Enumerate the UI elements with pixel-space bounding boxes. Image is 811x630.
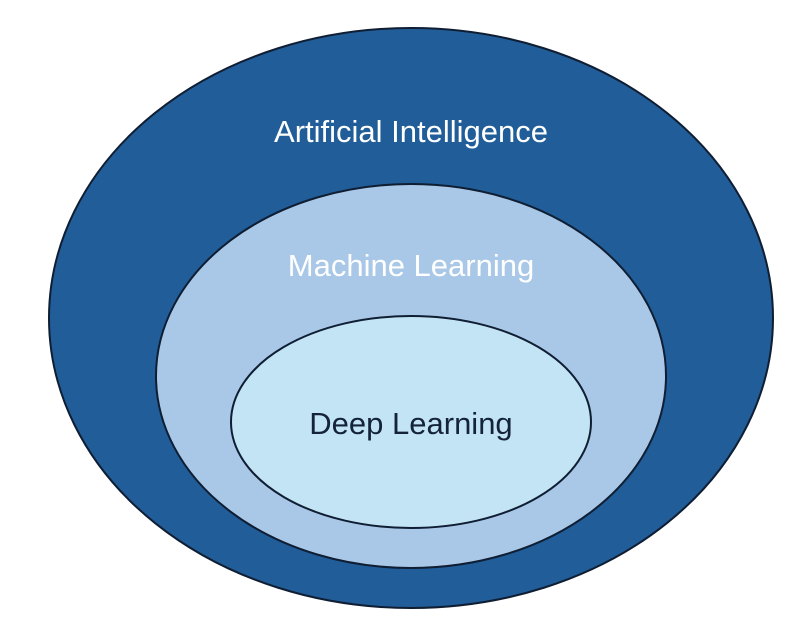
dl-label: Deep Learning xyxy=(309,406,512,441)
ai-label: Artificial Intelligence xyxy=(274,114,548,149)
dl-ellipse xyxy=(230,315,592,529)
ml-label: Machine Learning xyxy=(288,248,534,283)
